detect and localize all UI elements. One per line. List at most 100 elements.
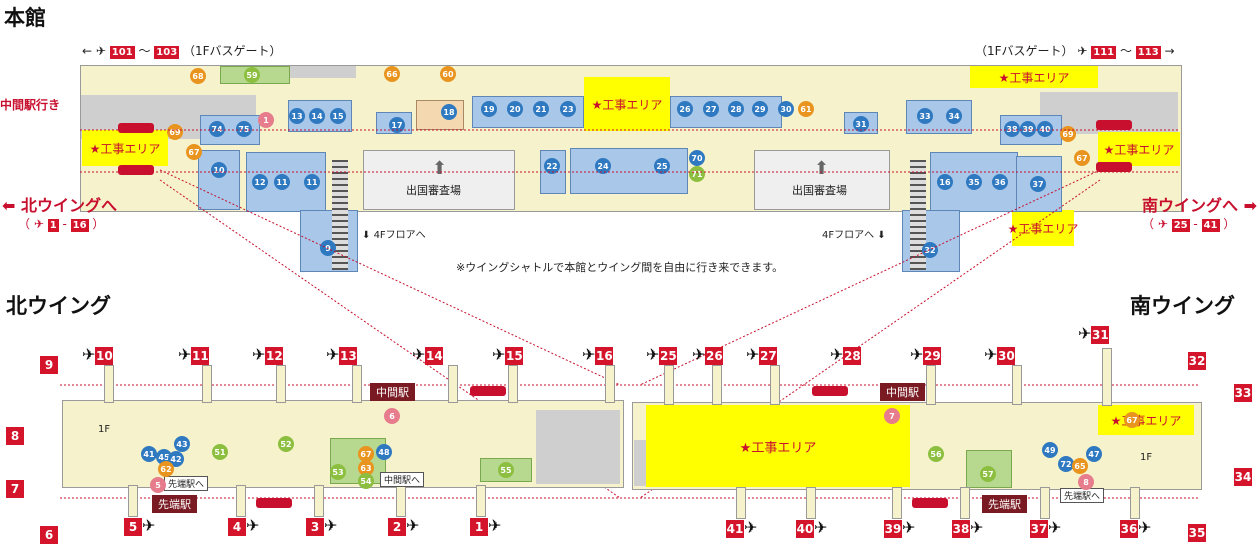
shop-marker: 74 [209,121,225,137]
tip-station-label: 先端駅 [982,495,1027,513]
shop-marker: 67 [186,144,202,160]
grey-area [290,66,356,78]
gate-26[interactable]: ✈26 [692,345,724,365]
gate-34[interactable]: 34 [1234,468,1252,486]
gate-9[interactable]: 9 [40,356,58,374]
south-wing-link[interactable]: 南ウイングへ ➡ [1142,196,1257,215]
shop-marker: 32 [922,242,938,258]
to-4f-text: 4Fフロアへ [822,230,875,241]
gate-11[interactable]: ✈11 [178,345,210,365]
gate-8[interactable]: 8 [6,427,24,445]
south-bus-gate-note: （1Fバスゲート） ✈ 111 〜 113 → [975,44,1175,59]
shuttle-train-icon [118,123,154,133]
plane-icon: ✈ [326,345,340,364]
gate-16[interactable]: ✈16 [582,345,614,365]
main-building-title: 本館 [4,6,46,30]
pier [314,485,324,517]
center-station-label: 中間駅 [880,383,925,401]
gate-number: 1 [470,518,488,536]
shop-marker: 6 [384,408,400,424]
gate-number: 10 [95,347,114,365]
gate-27[interactable]: ✈27 [746,345,778,365]
shop-marker: 62 [158,461,174,477]
bus-gate-box: 113 [1135,46,1161,59]
to-4f-label: 4Fフロアへ ⬇ [822,230,886,241]
shop-marker: 56 [928,446,944,462]
grey-area [634,440,646,486]
shop-marker: 40 [1037,121,1053,137]
shuttle-note: ※ウイングシャトルで本館とウイング間を自由に行き来できます。 [456,261,784,274]
gate-number: 40 [796,520,814,538]
gate-5[interactable]: 5✈ [124,516,155,536]
gate-37[interactable]: 37✈ [1030,518,1061,538]
shop-marker: 66 [384,66,400,82]
immigration-label: 出国審査場 [792,184,847,197]
gate-28[interactable]: ✈28 [830,345,862,365]
gate-10[interactable]: ✈10 [82,345,114,365]
shuttle-train-icon [256,498,292,508]
gate-number: 27 [759,347,778,365]
gate-number: 39 [884,520,902,538]
gate-number: 4 [228,518,246,536]
shop-marker: 33 [917,108,933,124]
gate-25[interactable]: ✈25 [646,345,678,365]
gate-32[interactable]: 32 [1188,352,1206,370]
gate-33[interactable]: 33 [1234,384,1252,402]
gate-36[interactable]: 36✈ [1120,518,1151,538]
shop-marker: 11 [274,174,290,190]
shop-marker: 24 [595,158,611,174]
immigration-label: 出国審査場 [406,184,461,197]
shop-marker: 31 [853,116,869,132]
gate-38[interactable]: 38✈ [952,518,983,538]
gate-13[interactable]: ✈13 [326,345,358,365]
arrow-left-icon: ← [82,44,93,58]
pier [736,487,746,519]
gate-7[interactable]: 7 [6,480,24,498]
gate-41[interactable]: 41✈ [726,518,757,538]
shop-marker: 18 [441,104,457,120]
gate-14[interactable]: ✈14 [412,345,444,365]
shop-marker: 39 [1020,121,1036,137]
arrow-right-icon: → [1164,44,1175,58]
gate-39[interactable]: 39✈ [884,518,915,538]
shop-marker: 67 [358,446,374,462]
gate-2[interactable]: 2✈ [388,516,419,536]
gate-30[interactable]: ✈30 [984,345,1016,365]
gate-number: 37 [1030,520,1048,538]
shop-marker: 70 [689,150,705,166]
gate-29[interactable]: ✈29 [910,345,942,365]
north-wing-title: 北ウイング [6,294,111,318]
gate-3[interactable]: 3✈ [306,516,337,536]
plane-icon: ✈ [582,345,596,364]
bus-gate-box: 103 [154,46,180,59]
plane-icon: ✈ [970,518,984,537]
pier [202,365,212,403]
plane-icon: ✈ [252,345,266,364]
gate-15[interactable]: ✈15 [492,345,524,365]
gate-35[interactable]: 35 [1188,524,1206,542]
shop-marker: 36 [992,174,1008,190]
gate-31[interactable]: ✈31 [1078,324,1110,344]
shop-marker: 55 [498,462,514,478]
shop-marker: 14 [309,108,325,124]
pier [770,365,780,405]
gate-range-box: 1 [47,219,59,232]
gate-6[interactable]: 6 [40,526,58,544]
north-wing-link[interactable]: ⬅ 北ウイングへ [2,196,117,215]
pier [236,485,246,517]
tip-station-label: 先端駅 [152,495,197,513]
gate-1[interactable]: 1✈ [470,516,501,536]
center-station-label: 中間駅 [370,383,415,401]
plane-icon: ✈ [246,516,260,535]
plane-icon: ✈ [324,516,338,535]
gate-40[interactable]: 40✈ [796,518,827,538]
plane-icon: ✈ [488,516,502,535]
plane-icon: ✈ [142,516,156,535]
shop-marker: 15 [330,108,346,124]
shop-marker: 68 [190,68,206,84]
gate-12[interactable]: ✈12 [252,345,284,365]
gate-range-box: 25 [1171,219,1190,232]
gate-4[interactable]: 4✈ [228,516,259,536]
shop-marker: 13 [289,108,305,124]
shop-marker: 38 [1004,121,1020,137]
